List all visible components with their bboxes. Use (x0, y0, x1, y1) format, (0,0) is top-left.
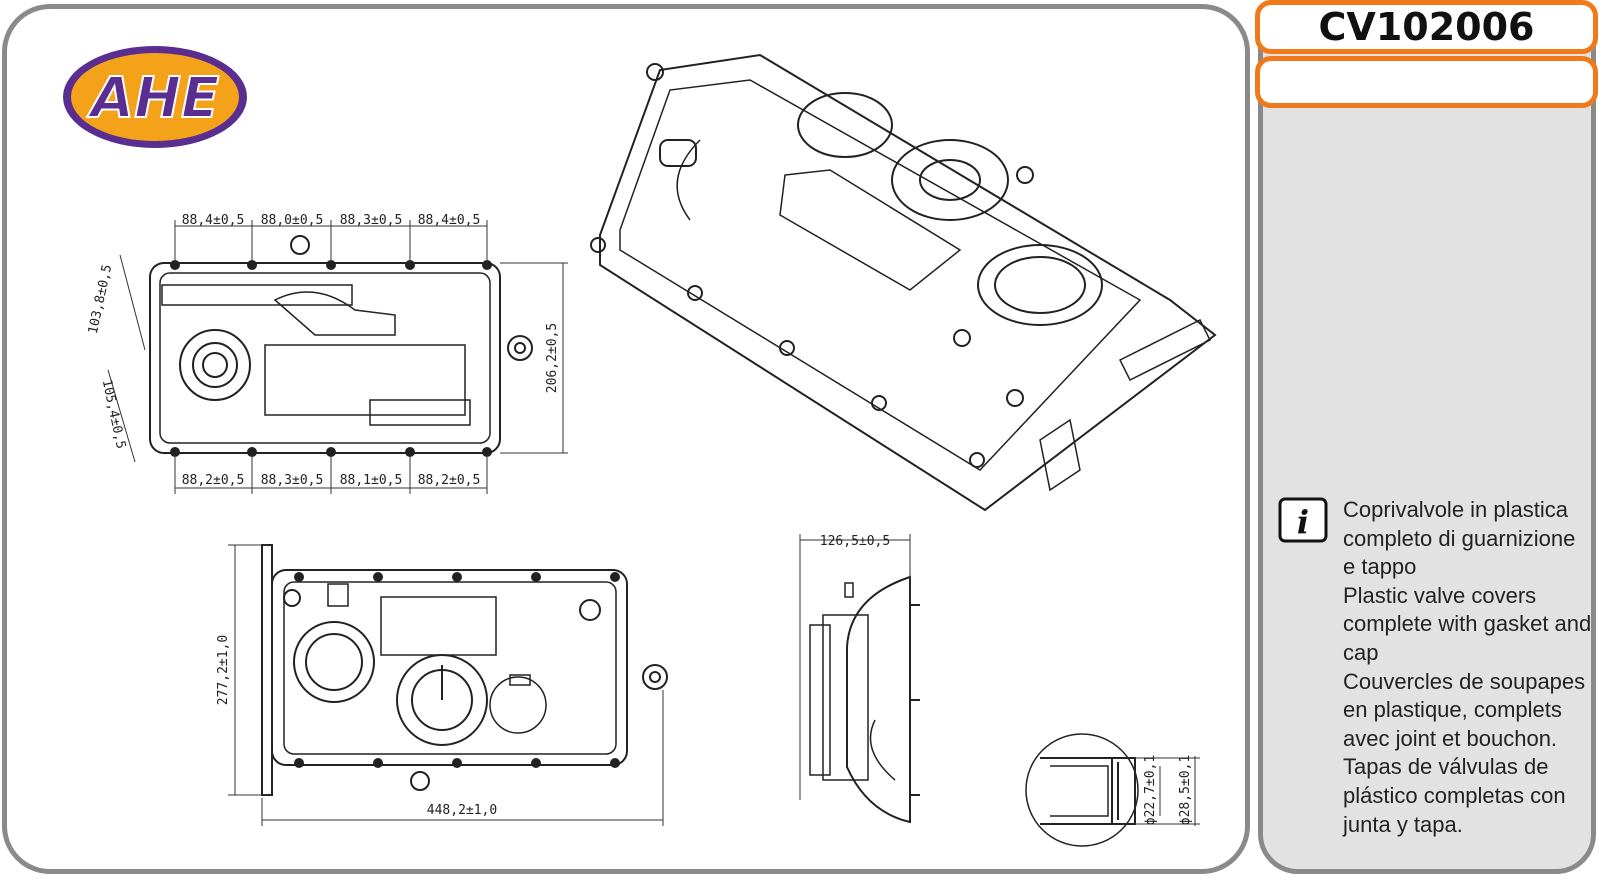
dim-right: 206,2±0,5 (545, 323, 560, 393)
description-line: Plastic valve covers (1343, 582, 1537, 608)
dim-width: 126,5±0,5 (820, 534, 890, 549)
dim-top-2: 88,0±0,5 (261, 213, 324, 228)
top-view (149, 235, 533, 454)
top-view-bolts (170, 260, 492, 457)
dim-top-4: 88,4±0,5 (418, 213, 481, 228)
dim-bottom-2: 88,3±0,5 (261, 473, 324, 488)
side-view (809, 575, 920, 824)
description-line: Couvercles de soupapes (1343, 668, 1586, 694)
dim-top-3: 88,3±0,5 (340, 213, 403, 228)
top-view-dimension-lines (107, 220, 568, 494)
isometric-view (599, 53, 1217, 512)
bottom-view-dimension-lines (228, 544, 664, 826)
isometric-bolts (590, 63, 1034, 468)
description-line: completo di guarnizione (1343, 525, 1576, 551)
product-code: CV102006 (1255, 0, 1598, 54)
logo-text: AHE (87, 66, 219, 131)
side-view-dimension-lines (799, 534, 911, 800)
description-line: plástico completas con (1343, 782, 1566, 808)
dim-bottom-1: 88,2±0,5 (182, 473, 245, 488)
svg-text:i: i (1297, 503, 1309, 541)
description-line: Tapas de válvulas de (1343, 754, 1549, 780)
description-line: en plastique, complets (1343, 697, 1562, 723)
dim-bottom-3: 88,1±0,5 (340, 473, 403, 488)
description-line: Coprivalvole in plastica (1343, 497, 1568, 522)
detail-view (1025, 733, 1139, 847)
info-panel (1258, 4, 1596, 874)
description-line: e tappo (1343, 554, 1417, 580)
ahe-logo: AHE (63, 46, 247, 148)
dim-height: 277,2±1,0 (216, 635, 231, 705)
dim-top-1: 88,4±0,5 (182, 213, 245, 228)
dim-inner-diameter: ϕ22,7±0,1 (1143, 755, 1158, 825)
info-icon: i (1278, 497, 1328, 543)
product-description: Coprivalvole in plastica completo di gua… (1343, 496, 1593, 839)
technical-drawings: AHE 88,4±0,5 88,0±0,5 88,3±0,5 88,4±0,5 … (63, 46, 1217, 847)
bottom-view (261, 544, 668, 796)
product-subtitle-box (1255, 56, 1598, 108)
dim-outer-diameter: ϕ28,5±0,1 (1178, 755, 1193, 825)
description-line: complete with gasket and (1343, 611, 1592, 637)
description-line: junta y tapa. (1343, 811, 1463, 837)
detail-dimension-lines (1135, 756, 1200, 826)
dim-bottom-4: 88,2±0,5 (418, 473, 481, 488)
description-line: cap (1343, 639, 1379, 665)
bottom-view-bolts (294, 572, 620, 768)
description-line: avec joint et bouchon. (1343, 725, 1558, 751)
dim-left-upper: 103,8±0,5 (86, 263, 115, 335)
dim-length: 448,2±1,0 (427, 803, 497, 818)
dim-left-lower: 105,4±0,5 (99, 378, 128, 450)
